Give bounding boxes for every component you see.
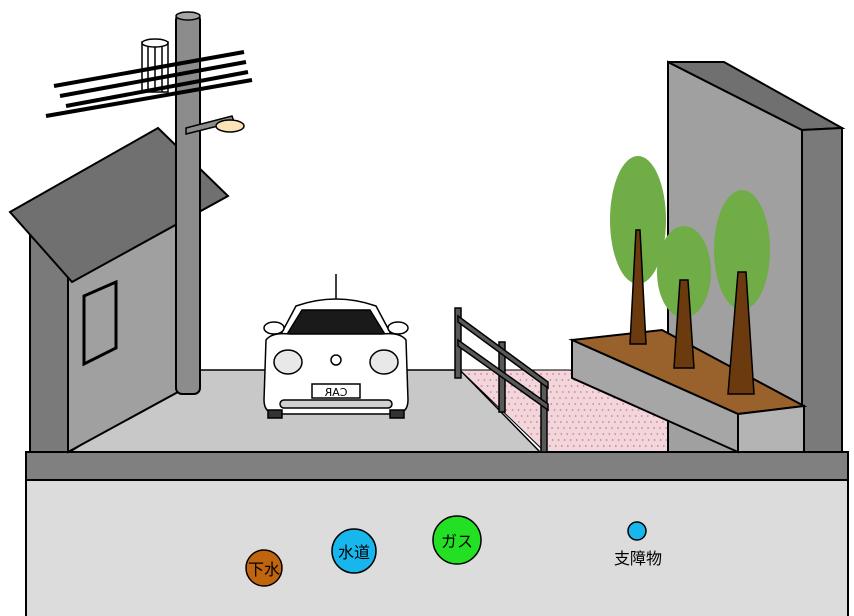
utility-sewer: 下水 bbox=[246, 550, 282, 586]
sewer-label: 下水 bbox=[248, 560, 280, 579]
car-mirror bbox=[264, 322, 284, 334]
pole-top bbox=[176, 12, 200, 20]
building-side bbox=[802, 128, 842, 452]
car-headlight bbox=[274, 350, 302, 374]
license-plate-text: CAR bbox=[324, 386, 347, 399]
utility-gas: ガス bbox=[433, 516, 481, 564]
utility-water: 水道 bbox=[332, 529, 376, 573]
planter-end bbox=[738, 406, 804, 452]
curb bbox=[26, 452, 848, 480]
car-windshield bbox=[286, 310, 386, 336]
car-tire bbox=[390, 410, 404, 418]
obstruction-label: 支障物 bbox=[614, 549, 662, 568]
gas-label: ガス bbox=[441, 532, 473, 551]
street-lamp bbox=[216, 120, 244, 132]
house-window bbox=[84, 282, 116, 364]
car-bumper bbox=[280, 400, 392, 408]
water-label: 水道 bbox=[338, 543, 370, 562]
car-tire bbox=[268, 410, 282, 418]
car-emblem bbox=[331, 355, 341, 365]
rail-post bbox=[541, 382, 547, 452]
obstruction-icon bbox=[628, 522, 646, 540]
car-headlight bbox=[370, 350, 398, 374]
car-mirror bbox=[388, 322, 408, 334]
car: CAR bbox=[264, 274, 408, 418]
